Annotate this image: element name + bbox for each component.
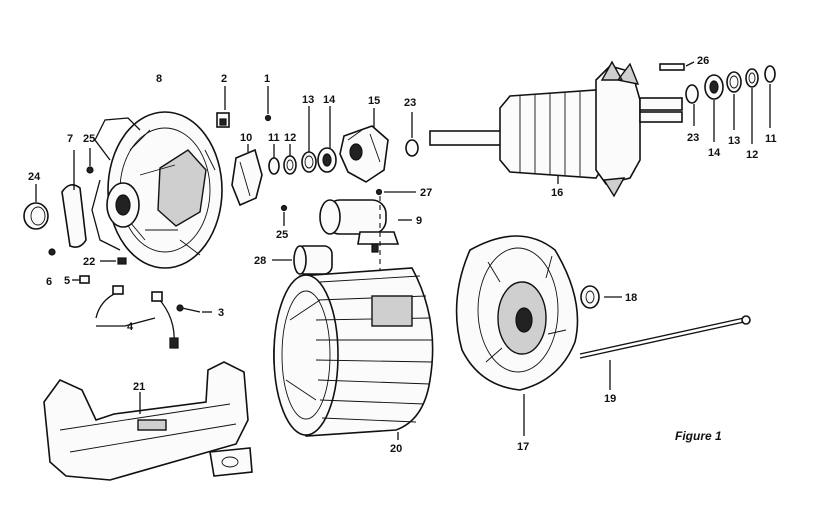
capacitor-part-9 <box>319 199 400 253</box>
screw-part-6 <box>48 248 56 256</box>
leader-line-4 <box>96 317 156 327</box>
ring-part-23-right <box>685 84 699 104</box>
washer-part-13-left <box>301 151 317 173</box>
figure-caption: Figure 1 <box>675 429 722 443</box>
leader-line-26 <box>685 61 695 67</box>
end-bell-part-17 <box>455 235 579 391</box>
label-17: 17 <box>517 441 529 453</box>
label-3: 3 <box>218 307 224 319</box>
cap-part-24 <box>23 202 49 230</box>
label-25-right: 25 <box>276 229 288 241</box>
end-bracket-part-8 <box>91 111 223 269</box>
label-24: 24 <box>28 171 41 183</box>
label-21: 21 <box>133 381 145 393</box>
clip-part-5 <box>79 275 90 284</box>
base-cradle-part-21 <box>43 361 253 481</box>
washer-part-12-left <box>283 155 297 175</box>
screw-part-27 <box>375 188 383 196</box>
retainer-part-10 <box>231 148 263 207</box>
label-6: 6 <box>46 276 52 288</box>
washer-part-12-right <box>745 68 759 88</box>
through-bolt-part-19 <box>579 315 751 359</box>
label-16: 16 <box>551 187 563 199</box>
label-15: 15 <box>368 95 380 107</box>
brush-spring-part-4 <box>95 285 179 349</box>
plug-part-2 <box>216 112 230 128</box>
label-11-left: 11 <box>268 132 280 144</box>
label-2: 2 <box>221 73 227 85</box>
washer-part-13-right <box>726 71 742 93</box>
stator-housing-part-20 <box>273 267 434 437</box>
label-26: 26 <box>697 55 709 67</box>
label-27: 27 <box>420 187 432 199</box>
label-18: 18 <box>625 292 637 304</box>
bearing-part-14-right <box>704 74 724 100</box>
label-5: 5 <box>64 275 70 287</box>
label-9: 9 <box>416 215 422 227</box>
screw-part-1 <box>264 114 272 122</box>
label-1: 1 <box>264 73 270 85</box>
label-13-left: 13 <box>302 94 314 106</box>
label-14-left: 14 <box>323 94 336 106</box>
label-12-left: 12 <box>284 132 296 144</box>
label-23-right: 23 <box>687 132 699 144</box>
rotor-part-16 <box>429 60 683 198</box>
label-25-left: 25 <box>83 133 95 145</box>
screw-part-3 <box>176 304 201 313</box>
screw-part-25-left <box>86 166 94 174</box>
ring-part-23-left <box>405 139 419 157</box>
label-28: 28 <box>254 255 266 267</box>
label-20: 20 <box>390 443 402 455</box>
key-part-26 <box>659 63 685 71</box>
screw-part-25-right <box>280 204 288 212</box>
label-12-right: 12 <box>746 149 758 161</box>
label-7: 7 <box>67 133 73 145</box>
bushing-part-28 <box>293 245 333 275</box>
label-13-right: 13 <box>728 135 740 147</box>
nut-part-22 <box>117 257 127 265</box>
washer-part-11-right <box>764 65 776 83</box>
callout-labels: 8 2 1 13 14 15 23 26 7 25 10 11 12 23 14… <box>28 55 777 455</box>
label-23-left: 23 <box>404 97 416 109</box>
label-10: 10 <box>240 132 252 144</box>
label-8: 8 <box>156 73 162 85</box>
switch-part-15 <box>339 125 389 183</box>
cover-plate-part-7 <box>61 184 87 248</box>
label-22: 22 <box>83 256 95 268</box>
label-14-right: 14 <box>708 147 721 159</box>
label-11-right: 11 <box>765 133 777 145</box>
label-19: 19 <box>604 393 616 405</box>
bearing-part-14-left <box>317 147 337 173</box>
washer-part-11-left <box>268 157 280 175</box>
washer-part-18 <box>580 285 600 309</box>
label-4: 4 <box>127 321 134 333</box>
